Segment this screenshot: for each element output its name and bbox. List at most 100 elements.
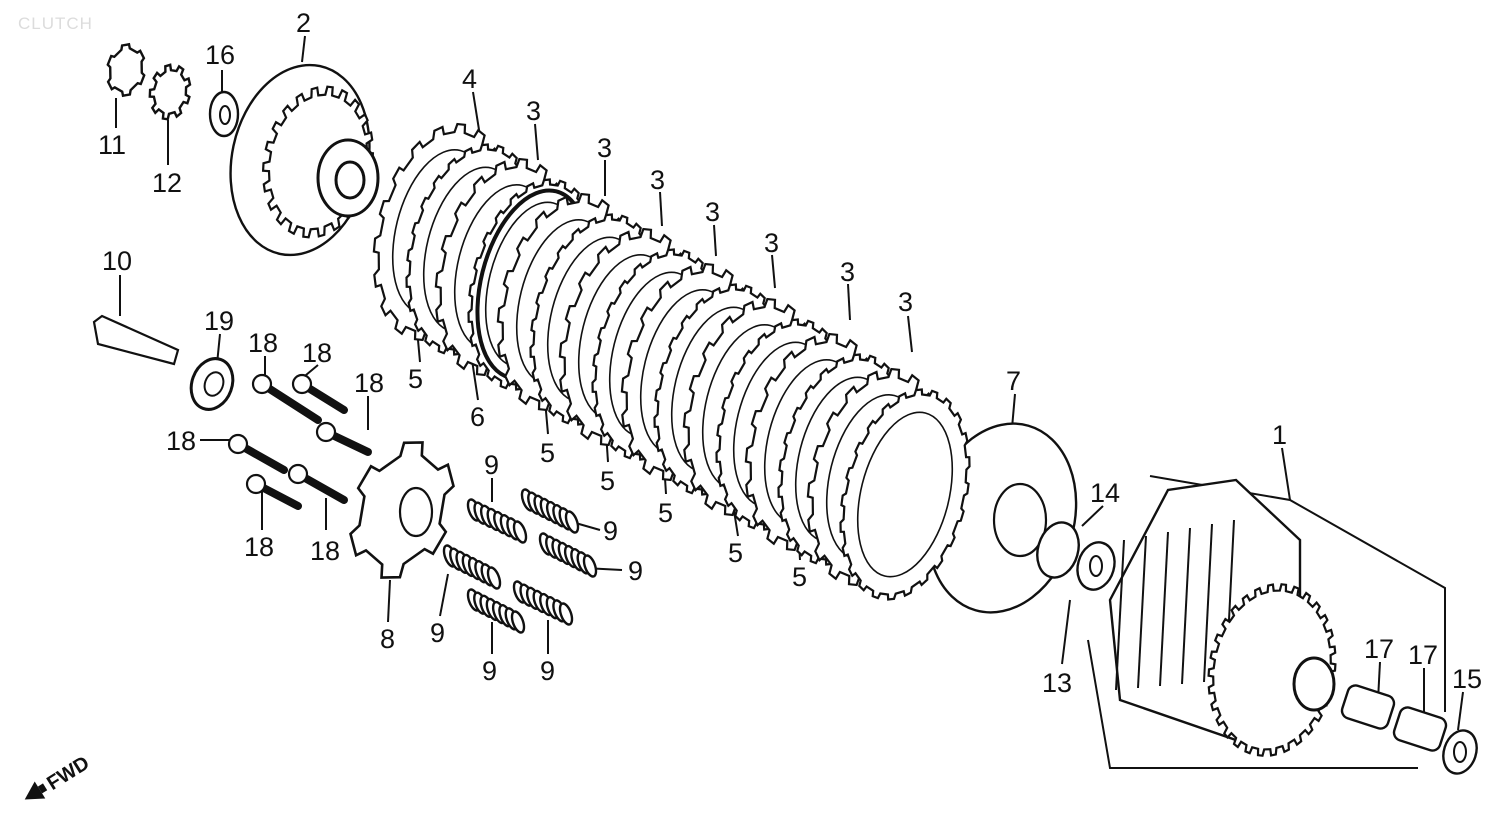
callout-9d: 9	[430, 618, 445, 648]
spring-coil	[582, 554, 598, 578]
washer-13-hole	[1089, 555, 1103, 577]
fwd-arrow: FWD	[24, 752, 93, 800]
callout-labels: 2 16 11 12 4 3 3 3 3 3 3 3 3 10 19 18 18…	[98, 8, 1482, 698]
leader-3c	[659, 191, 663, 227]
callout-16: 16	[205, 40, 235, 70]
callout-18d: 18	[166, 426, 196, 456]
callout-5a: 5	[408, 364, 423, 394]
leader-14	[1081, 505, 1104, 527]
lock-washer-11	[106, 42, 146, 98]
lifter-rod-10	[92, 314, 180, 366]
callout-9c: 9	[628, 556, 643, 586]
callout-18e: 18	[244, 532, 274, 562]
callout-17a: 17	[1364, 634, 1394, 664]
callout-9b: 9	[603, 516, 618, 546]
clutch-spring-9	[538, 532, 598, 578]
callout-9a: 9	[484, 450, 499, 480]
spring-seat-plate-7-bore	[992, 482, 1048, 558]
assembly-bracket-bottom	[1087, 639, 1418, 769]
leader-3a	[534, 123, 539, 161]
lock-nut-12	[148, 63, 192, 121]
callout-8: 8	[380, 624, 395, 654]
spring-coil	[510, 610, 526, 634]
callout-12: 12	[152, 168, 182, 198]
fwd-arrow-shaft	[37, 783, 48, 794]
callout-18a: 18	[248, 328, 278, 358]
leader-3e	[771, 254, 776, 289]
callout-18b: 18	[302, 338, 332, 368]
bolt-head	[287, 463, 309, 485]
basket-slot	[1115, 539, 1125, 691]
leader-1a	[1281, 447, 1291, 501]
clutch-outer-housing	[1108, 478, 1337, 757]
bolt-head	[251, 373, 273, 395]
callout-3a: 3	[526, 96, 541, 126]
callout-5c: 5	[600, 466, 615, 496]
spring-coil	[486, 566, 502, 590]
bearing-19-inner	[203, 371, 225, 397]
callout-3c: 3	[650, 165, 665, 195]
callout-5d: 5	[658, 498, 673, 528]
leader-7	[1011, 393, 1016, 429]
callout-5f: 5	[792, 562, 807, 592]
clutch-bolts	[227, 373, 372, 510]
callout-1: 1	[1272, 420, 1287, 450]
callout-10: 10	[102, 246, 132, 276]
callout-17b: 17	[1408, 640, 1438, 670]
callout-19: 19	[204, 306, 234, 336]
steel-plate-outline	[839, 388, 971, 601]
clutch-plate	[839, 388, 971, 601]
basket-slot	[1181, 527, 1191, 685]
callout-9f: 9	[540, 656, 555, 686]
callout-3d: 3	[705, 197, 720, 227]
callout-5b: 5	[540, 438, 555, 468]
clutch-spring-9	[466, 588, 526, 634]
leader-2	[301, 35, 306, 63]
plate-inner-ring	[856, 411, 954, 578]
callout-6: 6	[470, 402, 485, 432]
hub-bore	[334, 160, 366, 200]
clutch-spring-9	[520, 488, 580, 534]
callout-15: 15	[1452, 664, 1482, 694]
callout-3b: 3	[597, 133, 612, 163]
leader-15	[1457, 691, 1464, 731]
basket-slot	[1137, 535, 1147, 689]
parts-layer	[92, 42, 1478, 775]
callout-7: 7	[1006, 366, 1021, 396]
leader-5a	[417, 339, 421, 363]
callout-18c: 18	[354, 368, 384, 398]
leader-6	[471, 359, 479, 401]
needle-bearing-17a	[1340, 684, 1396, 730]
fwd-label: FWD	[43, 752, 93, 795]
callout-11: 11	[98, 130, 126, 160]
callout-18f: 18	[310, 536, 340, 566]
clutch-spring-9	[442, 544, 502, 590]
leader-9d	[439, 573, 449, 617]
pressure-plate-8-bore	[398, 486, 434, 538]
callout-13: 13	[1042, 668, 1072, 698]
callout-14: 14	[1090, 478, 1120, 508]
leader-3f	[847, 283, 851, 321]
leader-13	[1061, 599, 1071, 665]
leader-3d	[713, 224, 717, 257]
washer-14	[1036, 521, 1080, 579]
clutch-spring-9	[466, 498, 528, 544]
outer-bore	[1292, 656, 1336, 712]
clutch-plate-stack	[372, 122, 971, 601]
callout-3e: 3	[764, 228, 779, 258]
callout-2: 2	[296, 8, 311, 38]
spring-coil	[558, 602, 574, 626]
leader-3g	[907, 315, 913, 353]
callout-3f: 3	[840, 257, 855, 287]
clutch-center-hub	[229, 63, 380, 257]
clutch-bolt-18	[258, 380, 322, 424]
callout-9e: 9	[482, 656, 497, 686]
clutch-springs	[442, 488, 598, 634]
spring-coil	[512, 520, 528, 544]
clutch-spring-9	[512, 580, 574, 626]
leader-8	[387, 579, 391, 623]
callout-5e: 5	[728, 538, 743, 568]
leader-4	[472, 91, 481, 137]
